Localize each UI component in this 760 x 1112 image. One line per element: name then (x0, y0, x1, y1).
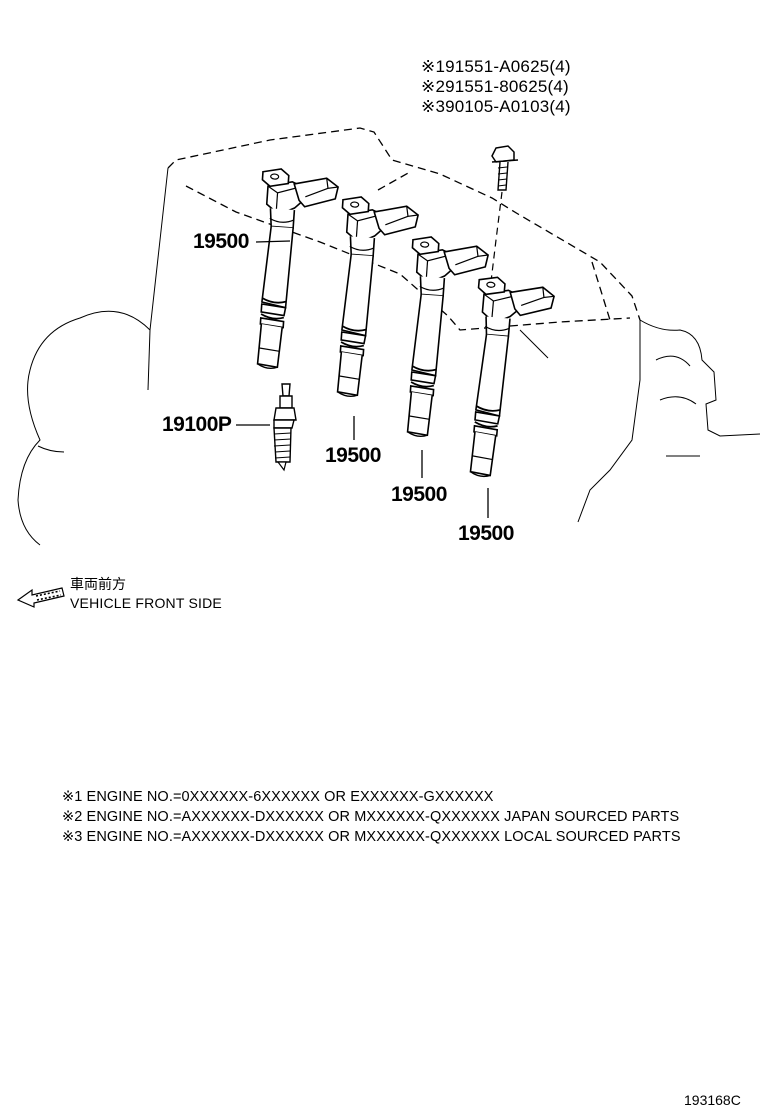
part-label-coil-2: 19500 (325, 444, 381, 467)
engine-cover-right (591, 261, 611, 321)
engine-block-bottom (37, 445, 65, 453)
ignition-coil-2-drawing (328, 194, 420, 402)
front-side-label-jp: 車両前方 (70, 576, 126, 592)
part-label-coil-1: 19500 (193, 230, 249, 253)
leader-coil-1 (255, 240, 291, 243)
front-arrow-icon (16, 587, 65, 608)
callout-bolt-1: ※191551-A0625(4) (421, 57, 571, 76)
engine-cover-rear-line (377, 171, 411, 191)
engine-block-outline-right (577, 319, 760, 523)
part-label-coil-4: 19500 (458, 522, 514, 545)
part-label-coil-3: 19500 (391, 483, 447, 506)
note-line-2: ※2 ENGINE NO.=AXXXXXX-DXXXXXX OR MXXXXXX… (62, 809, 680, 825)
figure-number: 193168C (684, 1092, 741, 1108)
spark-plug-icon (273, 383, 297, 472)
front-side-label-en: VEHICLE FRONT SIDE (70, 595, 222, 611)
note-line-1: ※1 ENGINE NO.=0XXXXXX-6XXXXXX OR EXXXXXX… (62, 789, 494, 805)
callout-bolt-3: ※390105-A0103(4) (421, 97, 571, 116)
ignition-coil-1-drawing (248, 166, 340, 374)
ignition-coil-4-drawing (461, 274, 557, 483)
engine-block-detail (519, 329, 700, 457)
callout-bolt-2: ※291551-80625(4) (421, 77, 569, 96)
bolt-icon (491, 145, 519, 191)
engine-cover-outline (167, 127, 641, 321)
engine-block-outline-left (17, 167, 169, 546)
note-line-3: ※3 ENGINE NO.=AXXXXXX-DXXXXXX OR MXXXXXX… (62, 829, 681, 845)
bolt-leader-dashed (489, 191, 503, 291)
part-label-spark-plug: 19100P (162, 413, 232, 436)
